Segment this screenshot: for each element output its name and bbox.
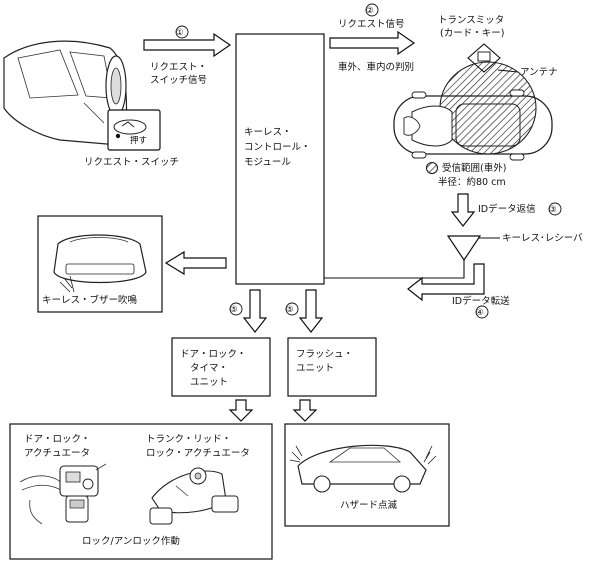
reception-range-label: 受信範囲(車外) <box>442 162 506 174</box>
door-timer-label-2: タイマ・ <box>190 363 228 374</box>
door-lock-timer-unit <box>171 337 271 397</box>
step-5b-circle <box>285 302 299 316</box>
door-timer-label-3: ユニット <box>190 377 228 388</box>
request-signal-label: リクエスト信号 <box>338 18 405 30</box>
step-1-circle <box>175 25 189 39</box>
keyless-receiver-label: キーレス･レシーバ <box>502 233 583 244</box>
step-5-door: ⑤ <box>230 305 238 315</box>
id-transfer-arrow <box>407 263 485 302</box>
car-rear-buzzer-illustration <box>53 234 147 293</box>
step-3-circle <box>548 202 562 216</box>
door-timer-label-1: ドア・ロック・ <box>180 349 246 360</box>
module-to-flasher-arrow <box>298 289 324 333</box>
flasher-unit <box>287 337 377 397</box>
flasher-label-2: ユニット <box>296 363 334 374</box>
id-reply-label: IDデータ返信 <box>478 203 536 215</box>
keyless-control-module <box>235 33 325 285</box>
reception-range-legend-icon <box>426 162 438 174</box>
step-4: ④ <box>476 308 484 318</box>
step-5a-circle <box>229 302 243 316</box>
push-label: 押す <box>130 135 147 146</box>
module-label-3: モジュール <box>244 157 291 168</box>
door-lock-actuator-illustration <box>19 463 107 525</box>
step-2: ② <box>366 6 374 16</box>
car-hazard-illustration <box>289 444 437 493</box>
id-reply-arrow <box>450 193 476 227</box>
radius-label: 半径：約80 cm <box>438 176 506 188</box>
transmitter-label-2: (カード・キー) <box>440 28 504 39</box>
step-2-circle <box>365 3 379 17</box>
buzzer-label: キーレス・ブザー吹鳴 <box>42 294 138 306</box>
request-signal-arrow <box>329 30 416 56</box>
flasher-to-hazard-arrow <box>292 399 318 422</box>
judge-label: 車外、車内の判別 <box>338 61 414 73</box>
car-rear-request-switch-illustration <box>3 40 161 151</box>
trunk-lock-actuator-illustration <box>149 467 239 525</box>
module-to-door-timer-arrow <box>242 289 268 333</box>
request-switch-signal-label-2: スイッチ信号 <box>150 74 207 86</box>
step-3: ③ <box>549 205 557 215</box>
trunk-actuator-label-1: トランク・リッド・ <box>146 434 231 445</box>
door-timer-to-actuator-arrow <box>228 399 254 422</box>
request-switch-label: リクエスト・スイッチ <box>84 157 179 168</box>
car-top-view-reception-range <box>393 61 553 161</box>
door-actuator-label-2: アクチュエータ <box>24 448 90 459</box>
step-4-circle <box>475 305 489 319</box>
module-label-1: キーレス・ <box>244 127 292 138</box>
id-transfer-label: IDデータ転送 <box>452 295 510 307</box>
lock-unlock-label: ロック/アンロック作動 <box>82 535 180 547</box>
request-switch-signal-label-1: リクエスト・ <box>150 62 207 73</box>
receiver-to-module-line <box>324 260 465 279</box>
flasher-label-1: フラッシュ・ <box>296 349 353 360</box>
lock-actuators-box <box>9 423 273 560</box>
step-1: ① <box>176 28 184 38</box>
transmitter-label-1: トランスミッタ <box>438 15 504 26</box>
trunk-actuator-label-2: ロック・アクチュエータ <box>146 448 250 459</box>
keyless-receiver-symbol <box>446 235 482 262</box>
hazard-label: ハザード点滅 <box>340 499 398 511</box>
module-label-2: コントロール・ <box>244 142 311 153</box>
step-5-flasher: ⑤ <box>286 305 294 315</box>
buzzer-arrow <box>164 250 227 276</box>
antenna-label: アンテナ <box>520 67 558 78</box>
request-switch-signal-arrow <box>143 32 232 58</box>
door-actuator-label-1: ドア・ロック・ <box>24 434 90 445</box>
